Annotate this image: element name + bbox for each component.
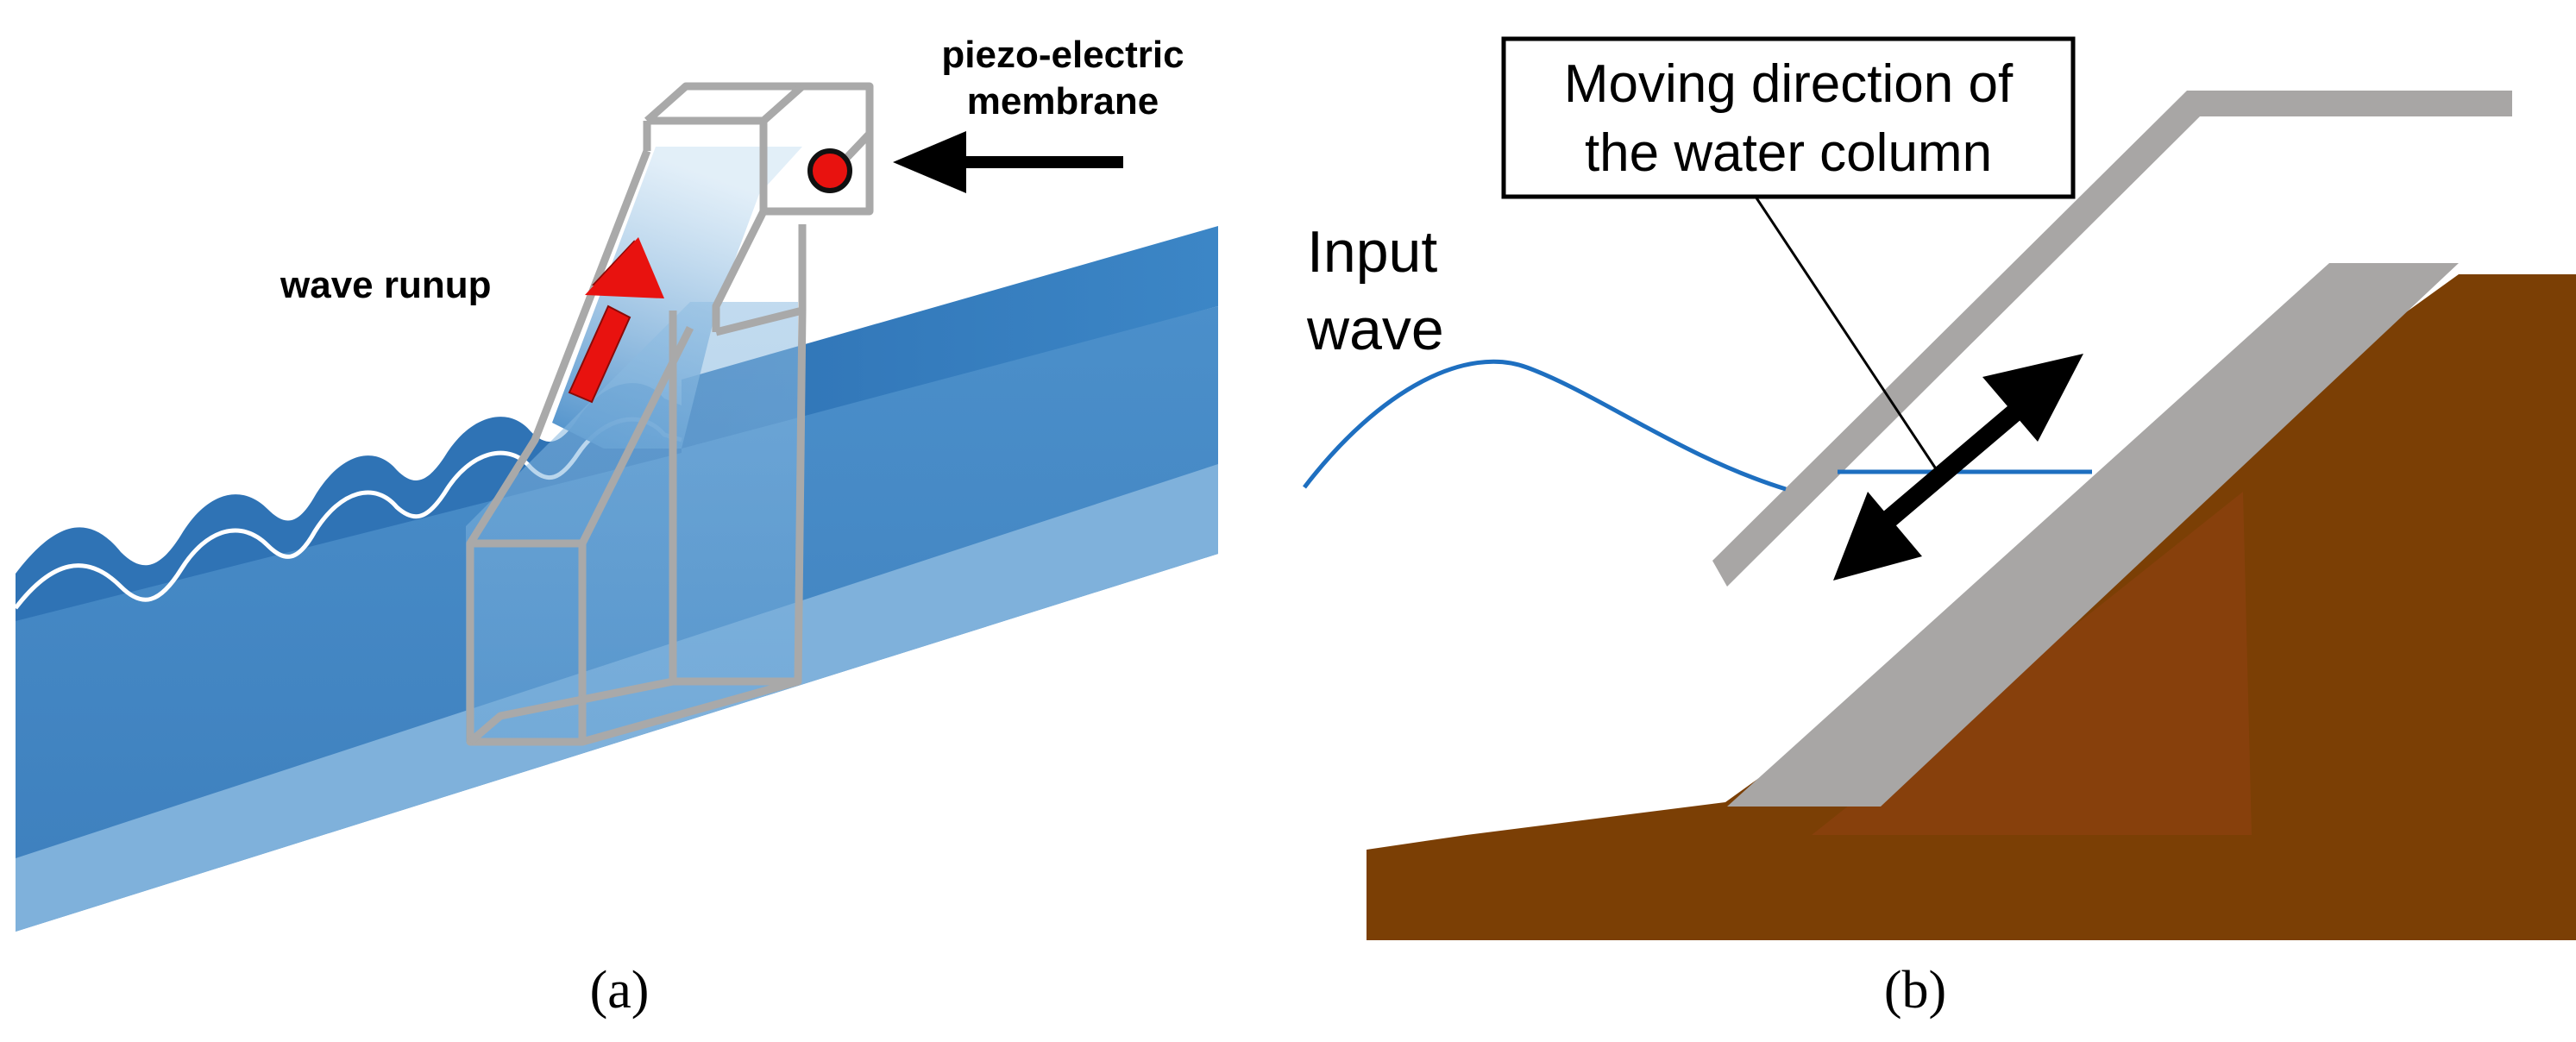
runup-arrow — [568, 237, 664, 404]
panel-a-label: (a) — [590, 961, 650, 1020]
callout-box — [1501, 36, 2076, 199]
tank-body — [466, 302, 798, 742]
moving-direction-arrow — [1833, 354, 2083, 581]
membrane-pointer-arrow — [893, 131, 1123, 193]
water-top-surface — [682, 226, 1218, 449]
input-wave-label-line2: wave — [1306, 297, 1444, 362]
device-frame — [466, 82, 874, 746]
callout-leader-line — [1754, 196, 1938, 471]
runup-label: wave runup — [280, 264, 492, 306]
input-wave-curve — [1303, 359, 1787, 492]
column-rail — [1712, 91, 2512, 587]
slope-armor — [1727, 263, 2459, 807]
callout-line2: the water column — [1585, 123, 1992, 183]
input-wave-label-line1: Input — [1307, 219, 1437, 285]
soil-body — [1367, 274, 2576, 940]
panel-a: piezo-electric membrane wave runup (a) — [14, 34, 1218, 1020]
ramp-water — [552, 147, 802, 449]
membrane-dot — [807, 148, 852, 193]
callout-line1: Moving direction of — [1564, 54, 2014, 114]
membrane-label-line1: piezo-electric — [941, 34, 1184, 76]
membrane-label-line2: membrane — [967, 80, 1159, 122]
panel-b-label: (b) — [1884, 961, 1946, 1020]
wave-surface — [16, 383, 682, 621]
panel-b: Moving direction of the water column Inp… — [1303, 36, 2576, 1020]
